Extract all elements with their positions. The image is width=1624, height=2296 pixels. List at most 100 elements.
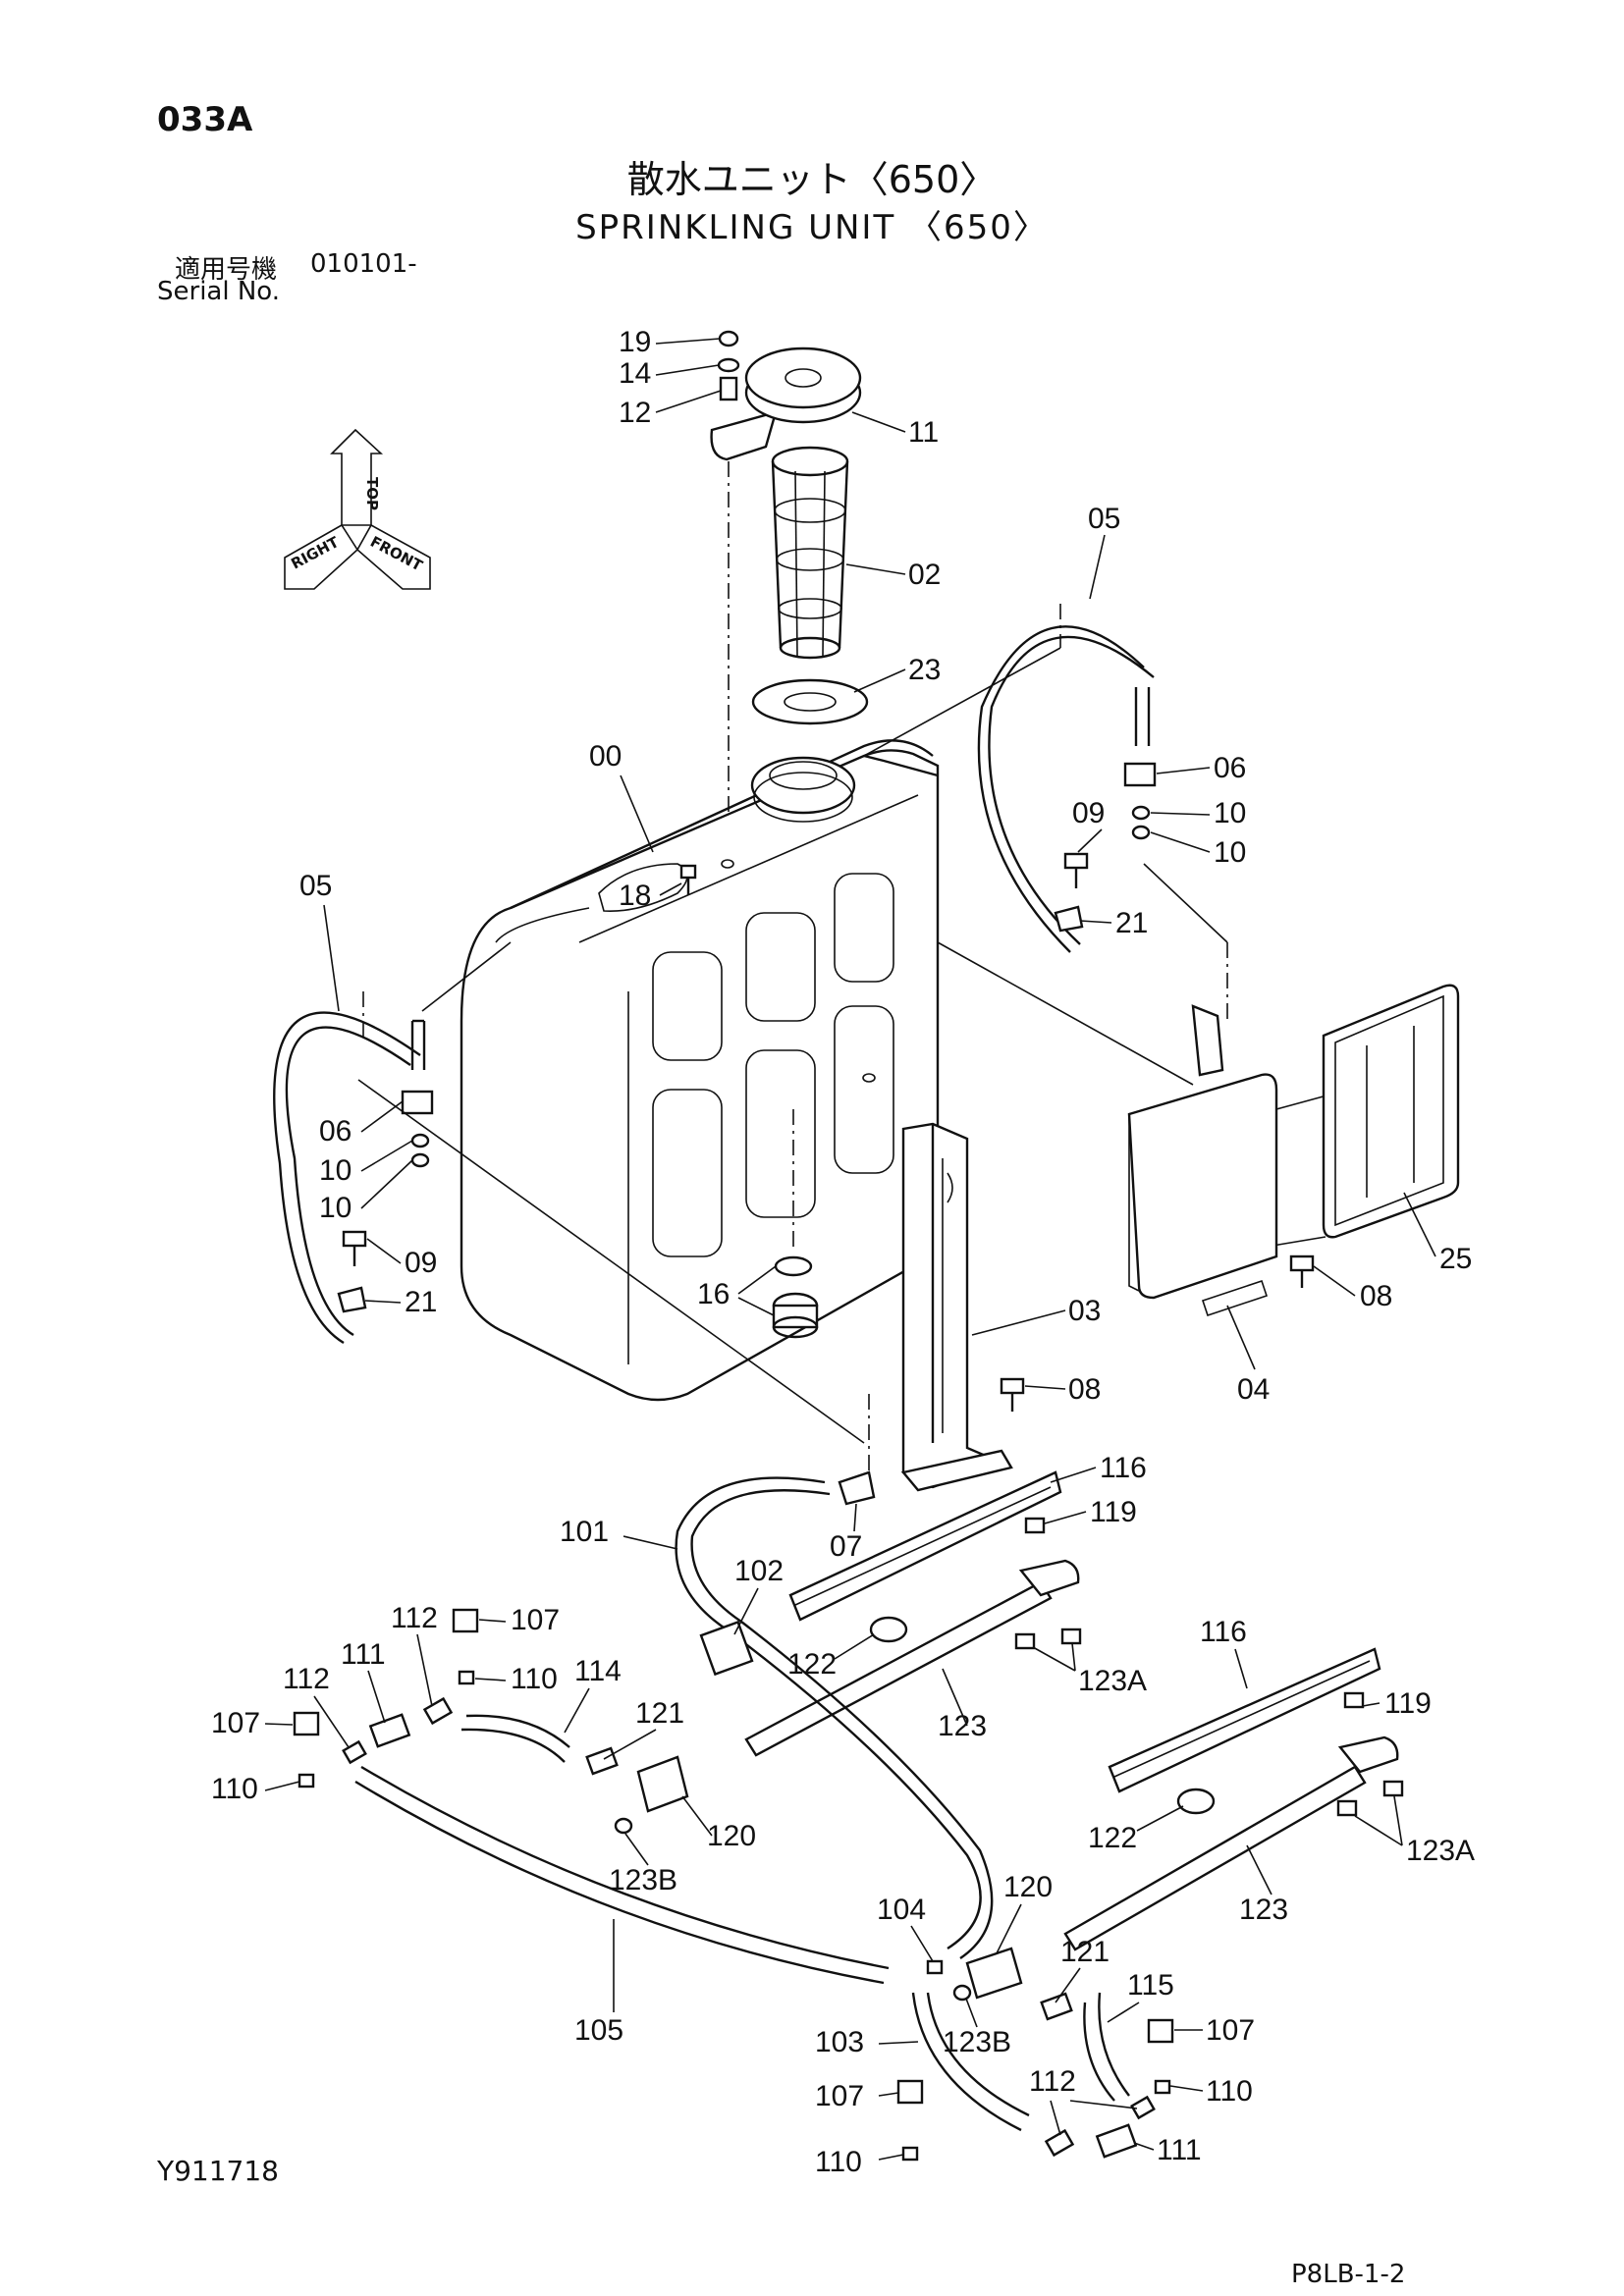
hose-101-102 [675,1476,994,1959]
callout-116-lower: 116 [1200,1616,1247,1648]
callout-121-upper: 121 [635,1697,684,1730]
drain-plug [772,1109,819,1339]
callout-labels: 19 14 12 11 02 05 23 00 06 09 10 10 21 1… [211,326,1475,2178]
callout-10-right-a: 10 [1214,797,1246,829]
callout-19: 19 [619,326,651,358]
page-code: 033A [157,100,253,139]
filler-gasket [751,678,869,725]
callout-114: 114 [574,1655,622,1687]
callout-122-upper: 122 [787,1648,837,1681]
callout-107-upper: 107 [511,1604,560,1636]
callout-101: 101 [560,1516,609,1548]
callout-09-left: 09 [405,1247,437,1279]
callout-111-lower: 111 [1157,2134,1202,2166]
clamps-107 [293,1608,1174,2105]
callout-115: 115 [1127,1969,1174,2002]
callout-10-left-b: 10 [319,1192,352,1224]
callout-06-right: 06 [1214,752,1246,784]
callout-21-right: 21 [1115,907,1148,939]
hose-115 [1083,1992,1130,2102]
bolts-08 [1000,1255,1315,1412]
elbow-fitting-07 [838,1394,876,1506]
callout-05-left: 05 [299,870,332,902]
hose-114 [460,1714,570,1763]
callout-123B-lower: 123B [943,2026,1011,2058]
callout-123-lower: 123 [1239,1894,1288,1926]
callout-110-lower-right: 110 [1206,2075,1253,2108]
hose-103 [911,1992,1030,2132]
callout-112-upper: 112 [391,1602,438,1634]
callout-119-upper: 119 [1090,1496,1137,1528]
side-bracket [1127,1004,1278,1317]
filler-cap-assembly [710,330,862,854]
callout-03: 03 [1068,1295,1101,1327]
callout-123A-upper: 123A [1078,1665,1147,1697]
fittings-misc [342,1696,1156,2159]
leader-lines [264,338,1436,2161]
strainer-basket [771,446,849,660]
callout-06-left: 06 [319,1115,352,1148]
tank-band-left [273,991,426,1345]
callout-119-lower: 119 [1384,1687,1432,1720]
callout-120-lower: 120 [1003,1871,1053,1903]
callout-104: 104 [877,1894,926,1926]
callout-123B-upper: 123B [609,1864,677,1896]
callout-110-lower-left: 110 [815,2146,862,2178]
callout-107-lower-right: 107 [1206,2014,1255,2047]
orientation-top-label: TOP [363,477,381,510]
callout-107-lower-left: 107 [815,2080,864,2112]
boom-bracket-upper [788,1470,1062,1643]
callout-11: 11 [908,416,939,449]
side-cover [1322,984,1460,1239]
serial-number-value: 010101- [310,249,417,279]
callout-112-lower: 112 [1029,2065,1076,2098]
pipe-123-lower [1063,1735,1404,1951]
tank-support-bracket [900,1122,1013,1492]
pipe-123-upper [744,1559,1082,1757]
construction-lines [357,647,1331,1444]
callout-05-right: 05 [1088,503,1120,535]
tee-120-upper [636,1755,689,1813]
callout-02: 02 [908,559,941,591]
callout-16: 16 [697,1278,730,1310]
tee-120-lower [965,1947,1023,2000]
serial-label-japanese: 適用号機 [175,255,278,285]
callout-09-right: 09 [1072,797,1105,829]
callout-122-lower: 122 [1088,1822,1137,1854]
band-bolt-set-left [337,1090,434,1313]
orientation-symbol: TOP RIGHT FRONT [284,428,431,590]
hose-105 [354,1765,890,1985]
boom-bracket-lower [1108,1647,1381,1815]
title-japanese: 散水ユニット〈650〉 [626,158,998,201]
callout-111-upper: 111 [341,1638,386,1671]
band-bolt-set-right [1054,762,1157,933]
callout-105: 105 [574,2014,623,2047]
callout-121-lower: 121 [1060,1936,1110,1968]
callout-12: 12 [619,397,651,429]
callout-08-lower: 08 [1068,1373,1101,1406]
callout-00: 00 [589,740,622,773]
callout-07: 07 [830,1530,862,1563]
water-tank [460,739,940,1402]
callout-120-upper: 120 [707,1820,756,1852]
callout-08-right: 08 [1360,1280,1392,1312]
callout-110-upper: 110 [511,1663,558,1695]
figure-code: P8LB-1-2 [1291,2260,1406,2289]
orientation-right-label: RIGHT [288,533,342,573]
callout-107-left: 107 [211,1707,260,1739]
callout-23: 23 [908,654,941,686]
title-english: SPRINKLING UNIT 〈650〉 [575,208,1049,247]
callout-14: 14 [619,357,651,390]
callout-103: 103 [815,2026,864,2058]
callout-123A-lower: 123A [1406,1835,1475,1867]
callout-10-right-b: 10 [1214,836,1246,869]
callout-18: 18 [619,880,651,912]
callout-110-left: 110 [211,1773,258,1805]
bolt-18 [679,864,697,895]
screws-110 [298,1670,1171,2162]
callout-25: 25 [1439,1243,1472,1275]
callout-04: 04 [1237,1373,1270,1406]
callout-21-left: 21 [405,1286,437,1318]
serial-label-english: Serial No. [157,277,280,306]
